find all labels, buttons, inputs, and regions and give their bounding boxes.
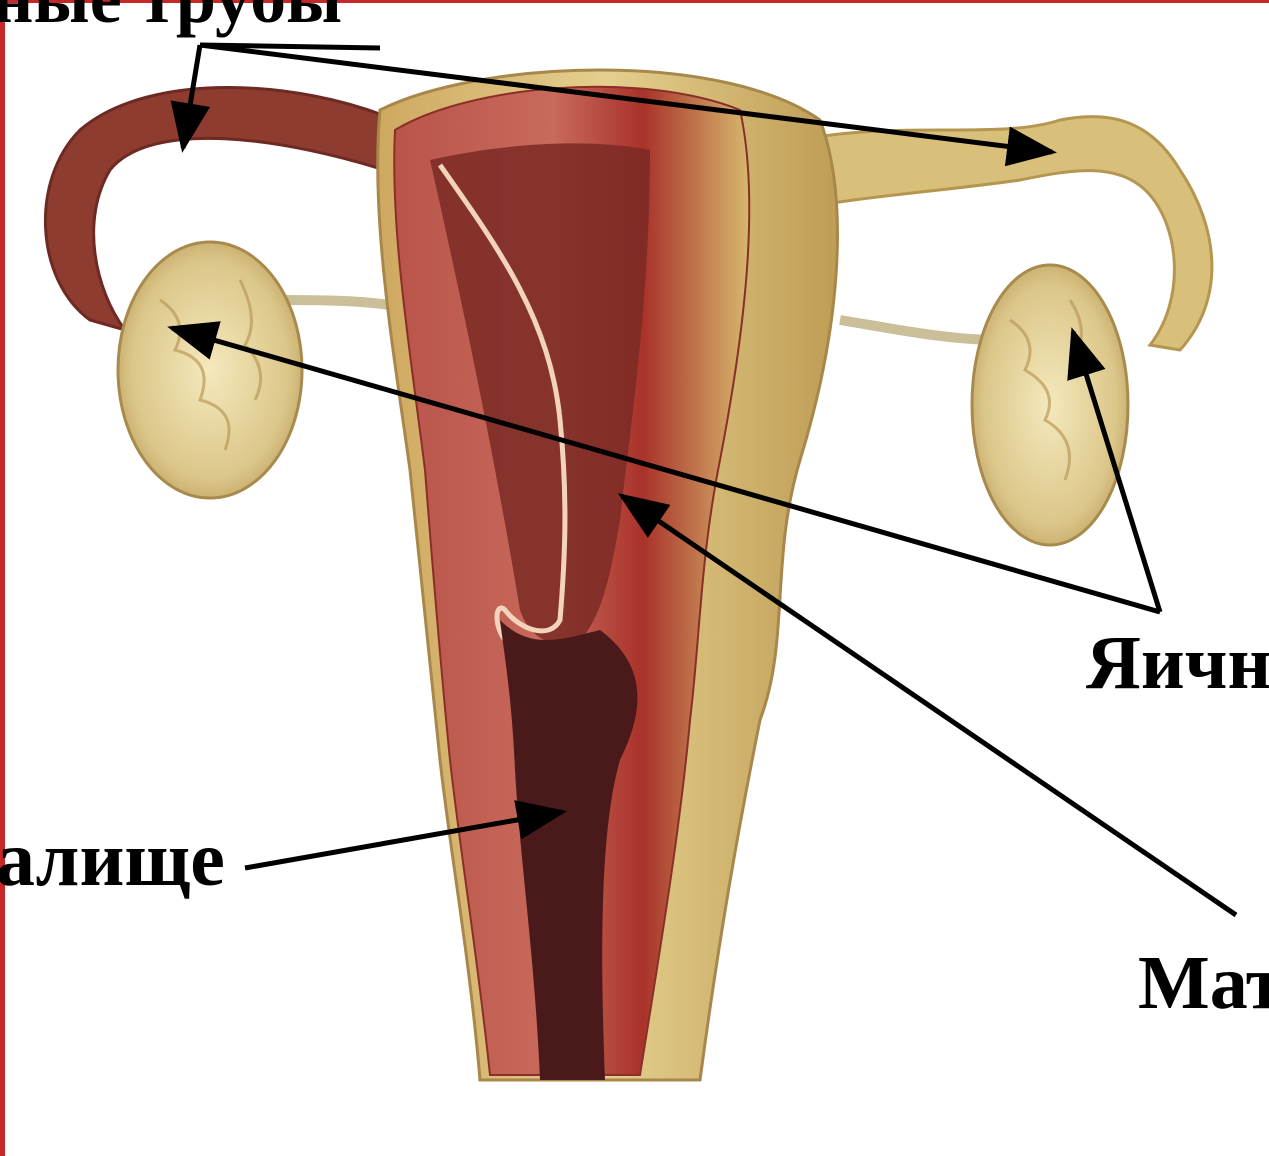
label-ovaries: Яичн [1086, 625, 1269, 701]
frame-left-border [0, 0, 5, 1156]
right-ovarian-ligament [840, 320, 1000, 340]
label-fallopian-tubes: ные трубы [0, 0, 342, 34]
left-ovary [118, 242, 302, 498]
label-vagina: алище [0, 820, 225, 898]
label-uterus: Мат [1138, 945, 1269, 1021]
